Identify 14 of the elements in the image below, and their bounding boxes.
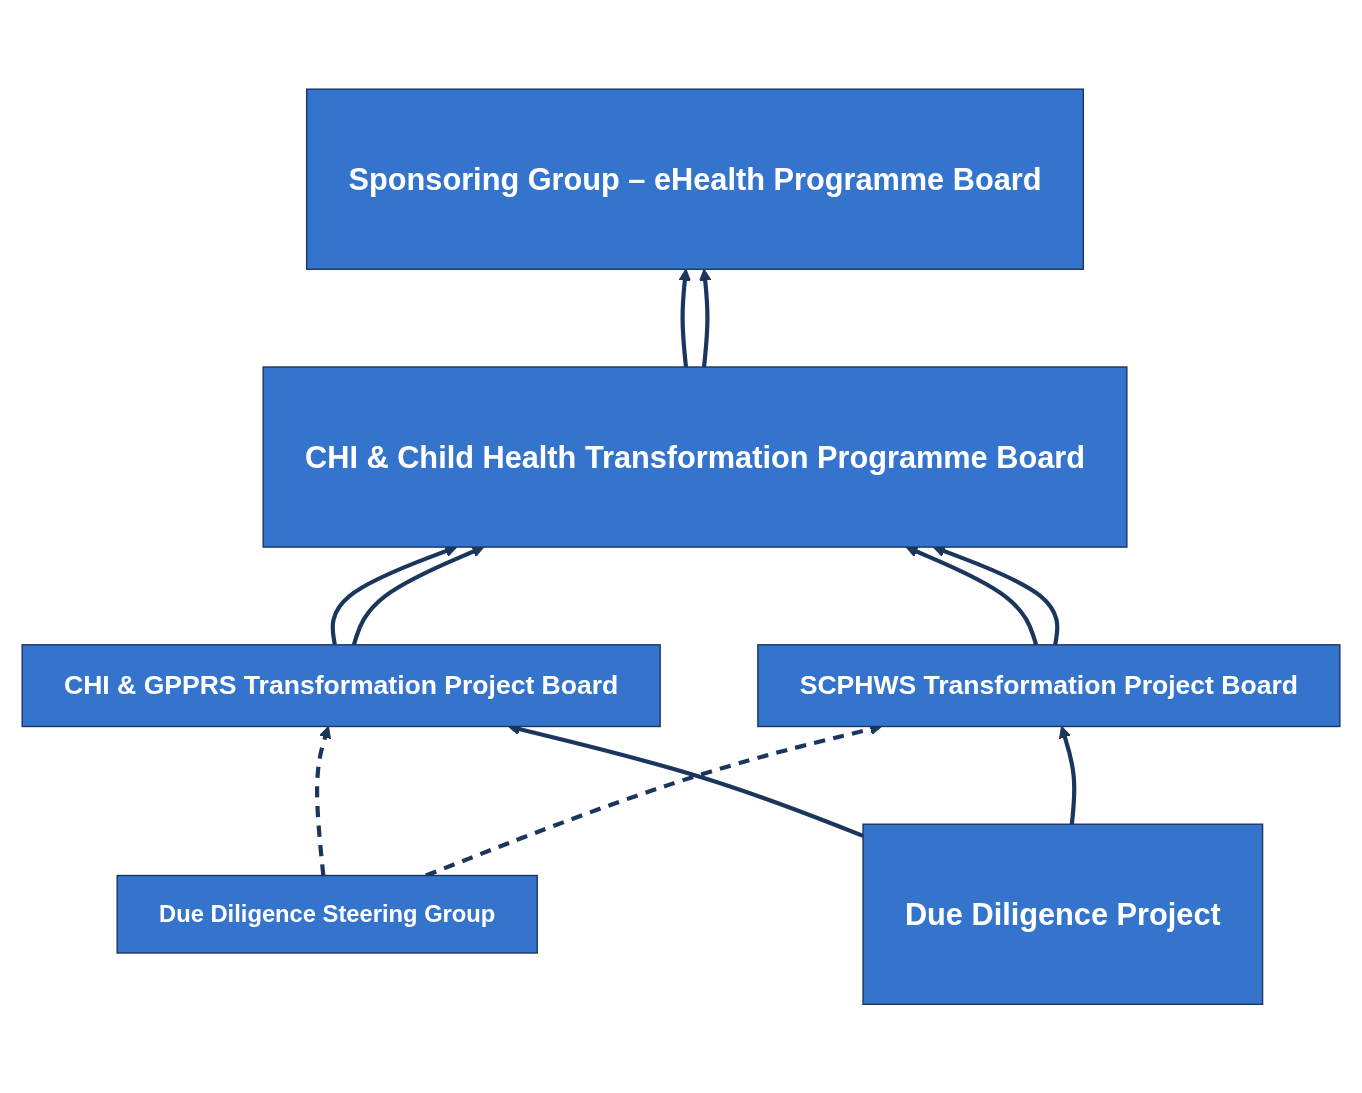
arrow xyxy=(905,545,1039,646)
node-box: Sponsoring Group – eHealth Programme Board xyxy=(305,88,1085,270)
arrow xyxy=(1059,725,1077,825)
arrow xyxy=(932,545,1060,645)
arrow xyxy=(330,545,458,645)
arrow xyxy=(678,268,691,367)
node-box: CHI & Child Health Transformation Programme Board xyxy=(262,366,1128,548)
arrow xyxy=(351,545,485,646)
arrow xyxy=(699,268,712,367)
node-box: Due Diligence Steering Group xyxy=(116,874,538,954)
arrow xyxy=(315,725,331,876)
node-box: CHI & GPPRS Transformation Project Board xyxy=(21,643,661,727)
node-box: Due Diligence Project xyxy=(862,823,1264,1005)
node-box: SCPHWS Transformation Project Board xyxy=(757,643,1341,727)
